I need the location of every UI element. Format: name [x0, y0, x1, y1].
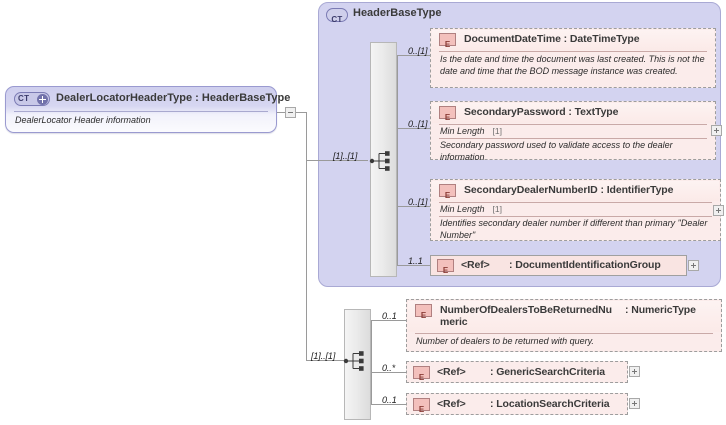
element-header — [408, 301, 720, 332]
element-badge-icon: E — [413, 366, 430, 382]
element-title-line1: NumberOfDealersToBeReturnedNu — [440, 304, 612, 316]
attribute-occurrence: [1] — [492, 126, 502, 136]
root-description: DealerLocator Header information — [15, 115, 151, 125]
element-separator — [415, 333, 713, 334]
element-attribute-row: Min Length [1] — [440, 204, 502, 214]
element-separator-2 — [439, 138, 707, 139]
root-collapse-icon[interactable] — [285, 107, 296, 118]
element-title-line2: meric — [440, 316, 468, 328]
connector-bottom-item-1 — [371, 320, 406, 321]
sequence-occurrence-lower: [1]..[1] — [311, 351, 336, 361]
connector-root-stub — [277, 112, 285, 113]
element-ref-type: : DocumentIdentificationGroup — [509, 259, 661, 271]
element-badge-icon: E — [415, 304, 432, 320]
element-title: SecondaryDealerNumberID : IdentifierType — [464, 184, 674, 196]
sequence-bar-lower — [344, 309, 371, 420]
element-separator — [439, 202, 712, 203]
complextype-plus-icon[interactable]: CT — [14, 92, 50, 106]
element-box-secondarydealernumberid[interactable]: E SecondaryDealerNumberID : IdentifierTy… — [430, 179, 721, 241]
element-badge-icon: E — [413, 398, 430, 414]
element-title: SecondaryPassword : TextType — [464, 106, 619, 118]
sequence-compositor-icon-lower[interactable] — [342, 350, 372, 372]
expand-icon-genericsearchcriteria[interactable] — [629, 366, 640, 377]
root-complextype-box[interactable]: CT DealerLocatorHeaderType : HeaderBaseT… — [5, 86, 290, 133]
occurrence-documentidentificationgroup: 1..1 — [408, 256, 423, 266]
element-ref-type: : LocationSearchCriteria — [490, 398, 610, 410]
element-header — [432, 181, 719, 201]
connector-trunk — [306, 112, 307, 360]
connector-item-3 — [397, 206, 430, 207]
attribute-name: Min Length — [440, 204, 485, 214]
connector-item-4 — [397, 265, 430, 266]
occurrence-secondarydealernumberid: 0..[1] — [408, 197, 428, 207]
connector-bottom-item-3 — [371, 404, 406, 405]
connector-branch-upper — [306, 160, 368, 161]
element-ref-label: <Ref> — [461, 259, 490, 271]
connector-item-1 — [397, 55, 430, 56]
sequence-occurrence-upper: [1]..[1] — [333, 151, 358, 161]
element-separator-2 — [439, 216, 712, 217]
element-attribute-row: Min Length [1] — [440, 126, 502, 136]
element-badge-label: E — [420, 311, 427, 320]
element-title: DocumentDateTime : DateTimeType — [464, 33, 640, 45]
connector-root-out — [296, 112, 306, 113]
element-box-documentdatetime[interactable]: E DocumentDateTime : DateTimeType Is the… — [430, 28, 716, 88]
plus-circle-icon — [37, 94, 48, 105]
connector-seq-upper-trunk — [397, 55, 398, 265]
element-separator — [439, 124, 707, 125]
element-header — [432, 103, 714, 123]
occurrence-secondarypassword: 0..[1] — [408, 119, 428, 129]
expand-icon-secondarypassword[interactable] — [711, 125, 722, 136]
element-box-ref-locationsearchcriteria[interactable]: E <Ref> : LocationSearchCriteria — [406, 393, 628, 415]
element-box-numberofdealerstobereturnednumeric[interactable]: E NumberOfDealersToBeReturnedNu : Numeri… — [406, 299, 722, 352]
complextype-badge-icon: CT — [326, 8, 348, 24]
element-badge-icon: E — [439, 33, 456, 49]
element-box-ref-documentidentificationgroup[interactable]: E <Ref> : DocumentIdentificationGroup — [430, 255, 687, 276]
occurrence-numberofdealers: 0..1 — [382, 311, 397, 321]
complextype-badge-label: CT — [331, 15, 343, 24]
element-description: Is the date and time the document was la… — [440, 54, 705, 76]
occurrence-genericsearchcriteria: 0..* — [382, 363, 396, 373]
attribute-name: Min Length — [440, 126, 485, 136]
element-ref-label: <Ref> — [437, 366, 466, 378]
expand-icon-secondarydealernumberid[interactable] — [713, 205, 724, 216]
connector-seq-lower-trunk — [371, 320, 372, 404]
element-badge-icon: E — [439, 184, 456, 200]
element-badge-icon: E — [437, 259, 454, 275]
element-badge-label: E — [444, 113, 451, 122]
element-badge-label: E — [418, 373, 425, 382]
complextype-badge-label: CT — [18, 94, 30, 103]
element-ref-type: : GenericSearchCriteria — [490, 366, 606, 378]
expand-icon-documentidentificationgroup[interactable] — [688, 260, 699, 271]
occurrence-locationsearchcriteria: 0..1 — [382, 395, 397, 405]
element-title-type: : NumericType — [625, 304, 696, 316]
expand-icon-locationsearchcriteria[interactable] — [629, 398, 640, 409]
occurrence-documentdatetime: 0..[1] — [408, 46, 428, 56]
element-description: Identifies secondary dealer number if di… — [440, 218, 708, 240]
connector-bottom-item-2 — [371, 372, 406, 373]
element-box-ref-genericsearchcriteria[interactable]: E <Ref> : GenericSearchCriteria — [406, 361, 628, 383]
element-header — [432, 30, 714, 50]
sequence-bar-upper — [370, 42, 397, 277]
connector-branch-lower — [306, 360, 344, 361]
element-ref-label: <Ref> — [437, 398, 466, 410]
element-description: Secondary password used to validate acce… — [440, 140, 673, 162]
connector-item-2 — [397, 128, 430, 129]
sequence-compositor-icon-upper[interactable] — [368, 150, 398, 172]
element-badge-label: E — [444, 191, 451, 200]
element-description: Number of dealers to be returned with qu… — [416, 336, 594, 346]
element-box-secondarypassword[interactable]: E SecondaryPassword : TextType Min Lengt… — [430, 101, 716, 162]
element-separator — [439, 51, 707, 52]
element-badge-label: E — [444, 40, 451, 49]
container-title: HeaderBaseType — [353, 7, 442, 19]
root-title: DealerLocatorHeaderType : HeaderBaseType — [56, 92, 291, 104]
attribute-occurrence: [1] — [492, 204, 502, 214]
element-badge-label: E — [442, 266, 449, 275]
element-badge-label: E — [418, 405, 425, 414]
element-badge-icon: E — [439, 106, 456, 122]
root-divider — [14, 111, 268, 112]
